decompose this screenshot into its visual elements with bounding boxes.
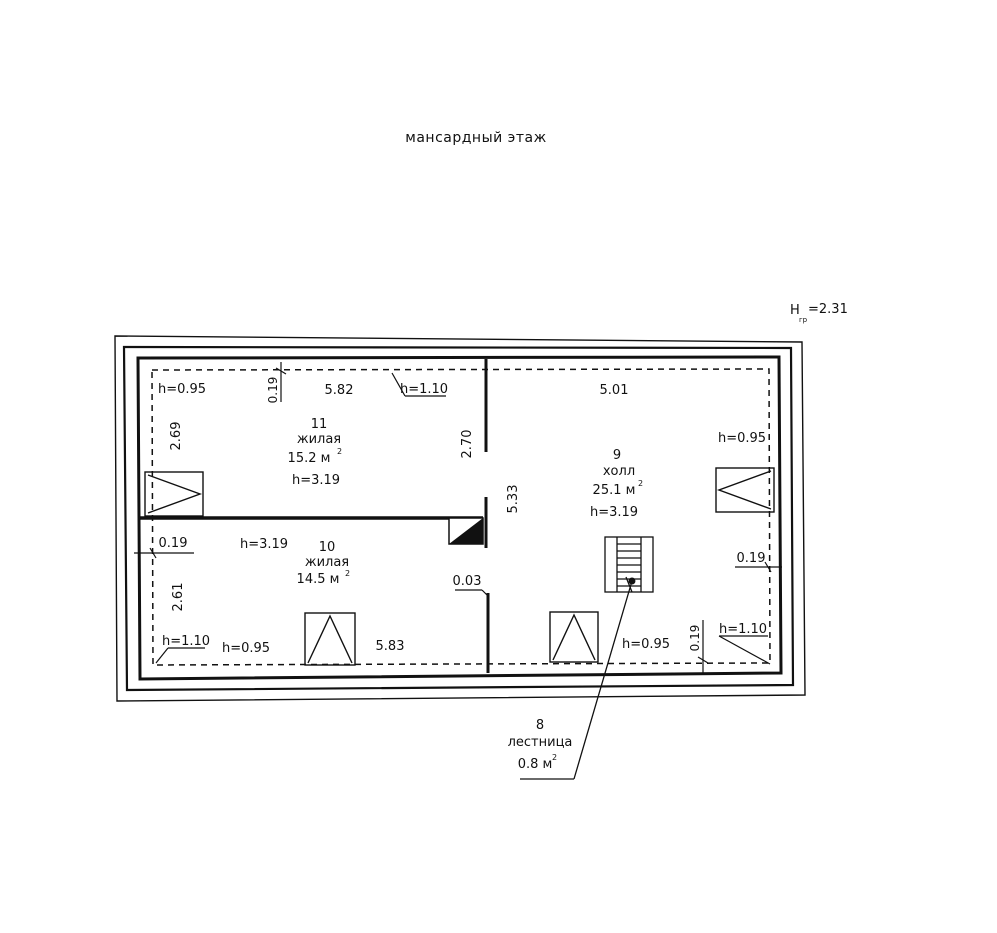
outer-walls <box>114 335 806 702</box>
height-marker-symbol: H <box>790 303 800 318</box>
room-9-height: h=3.19 <box>590 505 638 520</box>
height-0-95-top-left: h=0.95 <box>158 382 206 397</box>
dim-0-03: 0.03 <box>453 574 482 589</box>
dimensions: 5.82 5.01 5.83 2.69 2.70 2.61 5.33 0.19 … <box>134 362 782 674</box>
height-1-10-top: h=1.10 <box>400 382 448 397</box>
room-11: 11 жилая 15.2 м 2 h=3.19 <box>288 417 343 488</box>
room-11-name: жилая <box>297 432 341 447</box>
height-annotations: h=0.95 h=1.10 h=0.95 h=1.10 h=0.95 h=0.9… <box>155 372 771 665</box>
dim-5-83: 5.83 <box>376 639 405 654</box>
roof-window-left-top <box>144 471 204 517</box>
chimney <box>448 517 484 545</box>
roof-window-bottom-right <box>549 611 599 663</box>
staircase <box>604 536 654 593</box>
partitions <box>140 359 490 673</box>
dim-0-19-top: 0.19 <box>266 377 280 404</box>
outer-outline <box>114 335 806 702</box>
dim-0-19-bottom: 0.19 <box>688 625 702 652</box>
dim-5-82: 5.82 <box>325 383 354 398</box>
room-8-number: 8 <box>536 718 544 733</box>
height-1-10-bottom-right: h=1.10 <box>719 622 767 637</box>
dim-5-33: 5.33 <box>506 485 521 514</box>
dim-2-61: 2.61 <box>171 583 186 612</box>
dim-2-69: 2.69 <box>169 422 184 451</box>
room-8-area: 0.8 м <box>518 757 553 772</box>
ceiling-height-line <box>151 368 771 666</box>
dim-5-01: 5.01 <box>600 383 629 398</box>
room-8: 8 лестница 0.8 м 2 <box>508 718 573 772</box>
dim-0-19-left: 0.19 <box>159 536 188 551</box>
room-9-number: 9 <box>613 448 621 463</box>
room-10-number: 10 <box>319 540 336 555</box>
room-8-area-sup: 2 <box>552 753 557 762</box>
room-10-area: 14.5 м <box>297 572 340 587</box>
room-10-area-sup: 2 <box>345 569 350 578</box>
room-11-height: h=3.19 <box>292 473 340 488</box>
room-11-number: 11 <box>311 417 328 432</box>
wall-outer-face <box>122 345 795 692</box>
room-10: 10 жилая 14.5 м 2 h=3.19 <box>240 537 350 587</box>
height-1-10-bottom-left: h=1.10 <box>162 634 210 649</box>
height-0-95-bottom-left: h=0.95 <box>222 641 270 656</box>
roof-window-bottom-left <box>304 612 356 666</box>
room-11-area-sup: 2 <box>337 447 342 456</box>
height-0-95-bottom-right: h=0.95 <box>622 637 670 652</box>
wall-inner-face <box>136 355 783 681</box>
room-9-area: 25.1 м <box>593 483 636 498</box>
dim-2-70: 2.70 <box>460 430 475 459</box>
roof-window-right-top <box>715 467 775 513</box>
plan-title: мансардный этаж <box>405 130 546 146</box>
height-marker-subscript: гр <box>799 316 808 324</box>
room-9: 9 холл 25.1 м 2 h=3.19 <box>590 448 643 520</box>
room-8-name: лестница <box>508 735 573 750</box>
dim-0-19-right: 0.19 <box>737 551 766 566</box>
room-9-area-sup: 2 <box>638 479 643 488</box>
room-9-name: холл <box>603 464 635 479</box>
room-11-area: 15.2 м <box>288 451 331 466</box>
height-0-95-top-right: h=0.95 <box>718 431 766 446</box>
height-marker-value: =2.31 <box>808 302 848 317</box>
height-marker: H гр =2.31 <box>790 302 848 324</box>
stair-leader <box>520 576 633 780</box>
room-10-height: h=3.19 <box>240 537 288 552</box>
room-10-name: жилая <box>305 555 349 570</box>
